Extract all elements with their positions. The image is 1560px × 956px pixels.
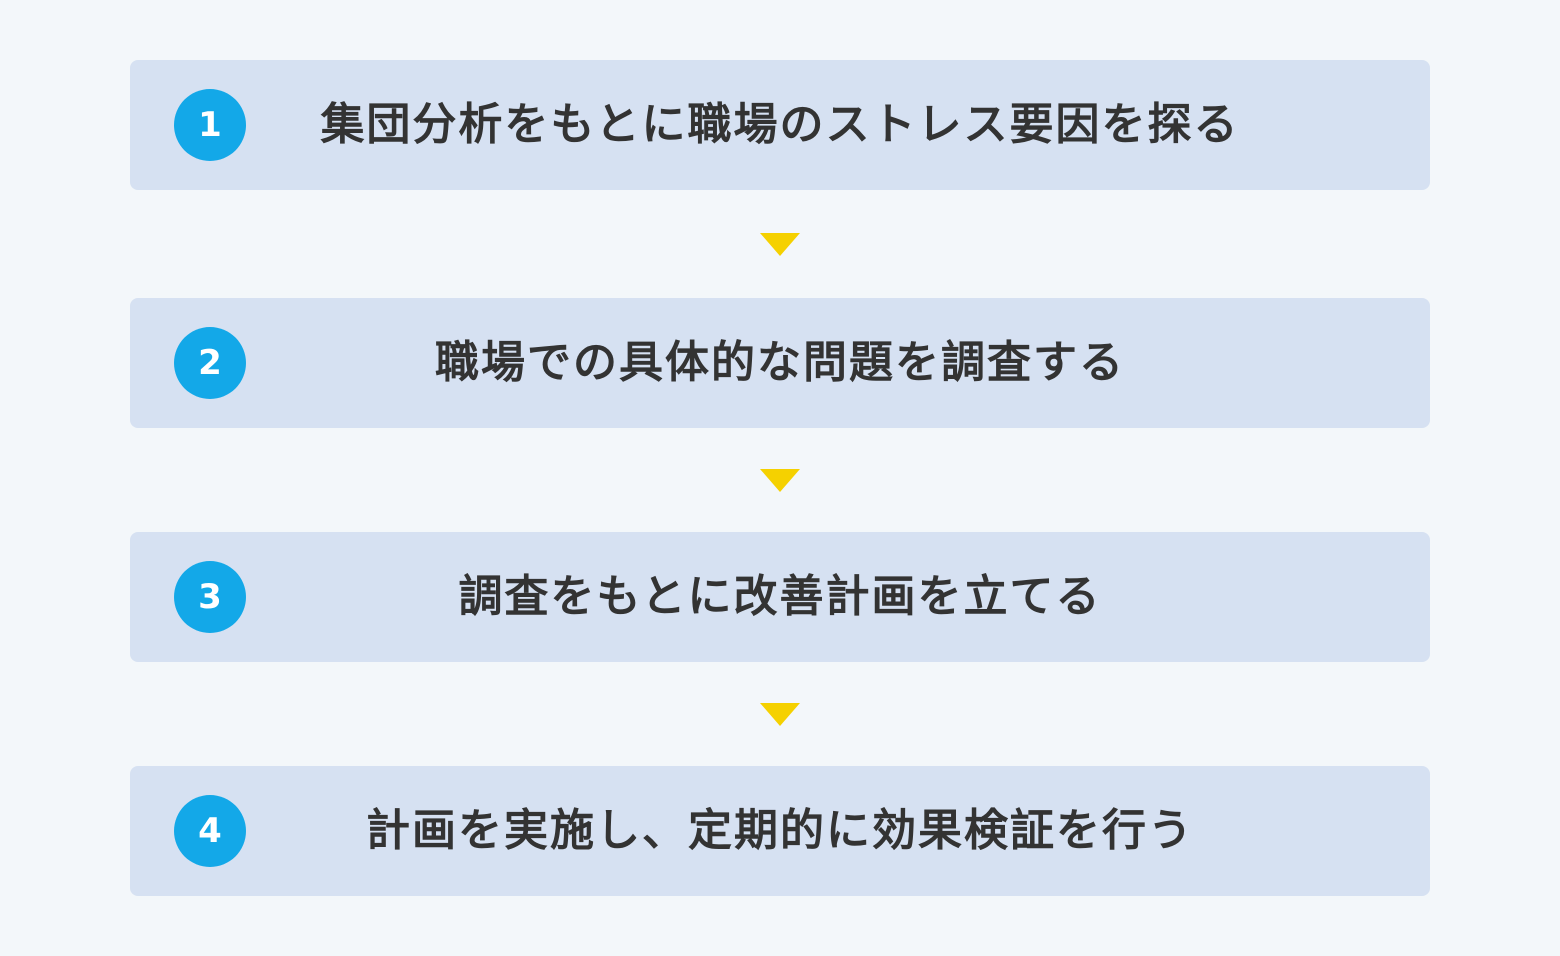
step-text-1: 集団分析をもとに職場のストレス要因を探る <box>320 99 1240 150</box>
step-number-badge-2: 2 <box>174 327 246 399</box>
step-number-badge-4: 4 <box>174 795 246 867</box>
step-text-2: 職場での具体的な問題を調査する <box>435 337 1125 388</box>
step-box-3: 3 調査をもとに改善計画を立てる <box>130 532 1430 662</box>
step-box-1: 1 集団分析をもとに職場のストレス要因を探る <box>130 60 1430 190</box>
step-box-2: 2 職場での具体的な問題を調査する <box>130 298 1430 428</box>
step-number-badge-1: 1 <box>174 89 246 161</box>
step-number-badge-3: 3 <box>174 561 246 633</box>
down-triangle-icon <box>760 703 800 726</box>
step-box-4: 4 計画を実施し、定期的に効果検証を行う <box>130 766 1430 896</box>
down-triangle-icon <box>760 469 800 492</box>
down-triangle-icon <box>760 233 800 256</box>
step-text-3: 調査をもとに改善計画を立てる <box>458 571 1102 622</box>
step-text-4: 計画を実施し、定期的に効果検証を行う <box>366 805 1194 856</box>
